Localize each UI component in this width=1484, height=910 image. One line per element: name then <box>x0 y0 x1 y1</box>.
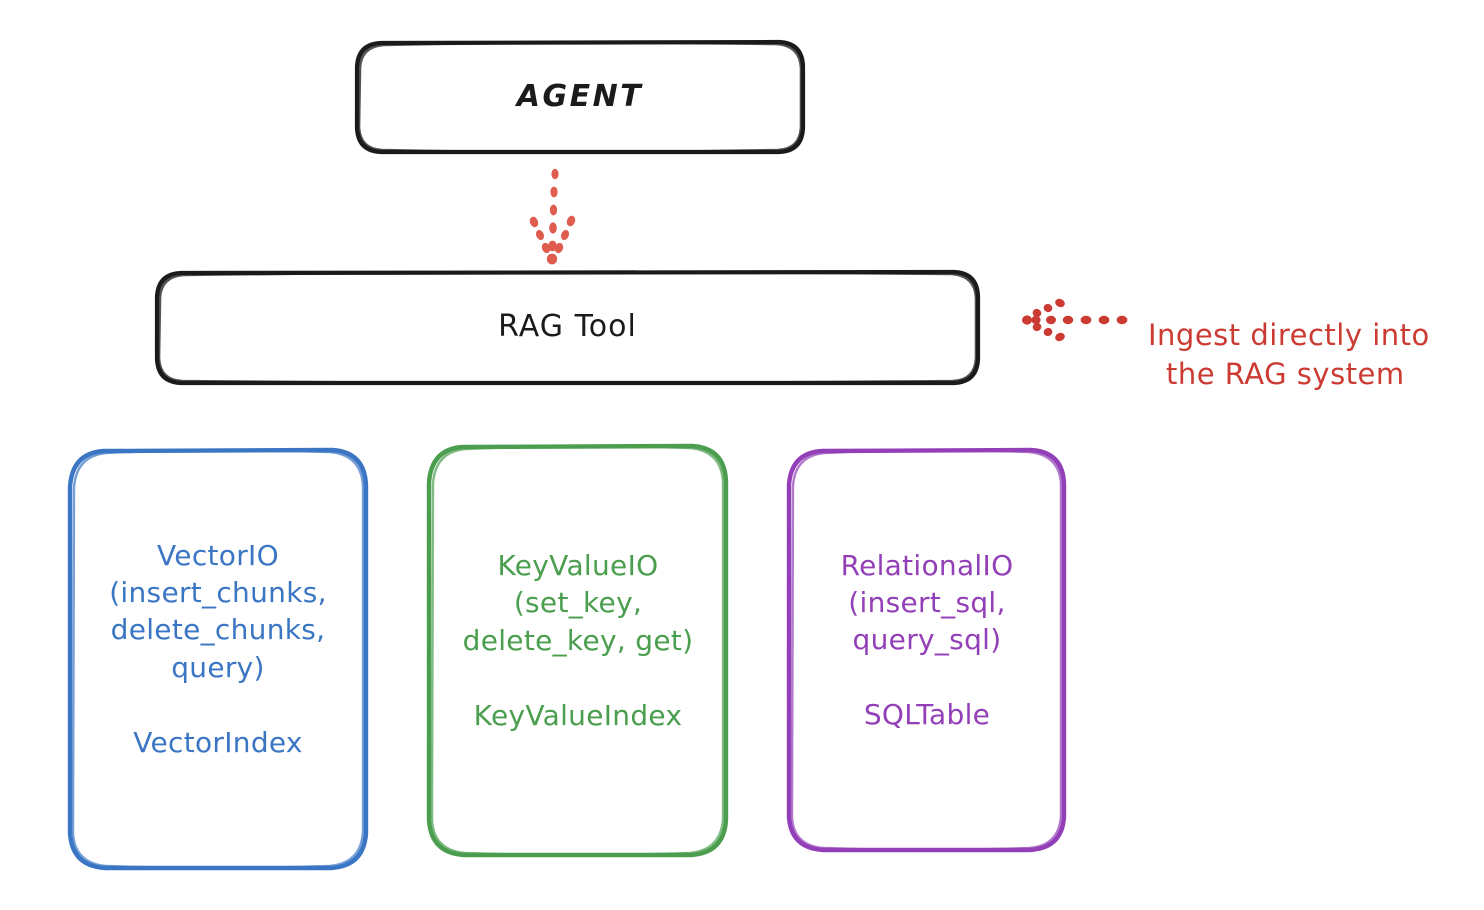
vector-store-text-group: VectorIO (insert_chunks, delete_chunks, … <box>109 537 327 761</box>
ingest-arrow-connector <box>1022 298 1128 342</box>
ingest-annotation-line1: Ingest directly into <box>1148 318 1430 353</box>
relational-store-api-label: RelationalIO (insert_sql, query_sql) <box>840 548 1014 656</box>
relational-store-index-label: SQLTable <box>863 698 991 732</box>
relational-store-text-group: RelationalIO (insert_sql, query_sql) SQL… <box>841 547 1014 734</box>
vector-store-index-label: VectorIndex <box>133 725 303 759</box>
ingest-annotation: Ingest directly into the RAG system <box>1148 278 1478 431</box>
agent-node-label: AGENT <box>516 78 644 114</box>
ingest-annotation-line2: the RAG system <box>1166 356 1405 391</box>
keyvalue-store-index-label: KeyValueIndex <box>473 698 683 732</box>
vector-store-api-label: VectorIO (insert_chunks, delete_chunks, … <box>109 538 327 684</box>
agent-to-rag-connector <box>529 168 576 265</box>
relational-store-node: RelationalIO (insert_sql, query_sql) SQL… <box>790 450 1064 850</box>
keyvalue-store-node: KeyValueIO (set_key, delete_key, get) Ke… <box>430 446 726 855</box>
rag-tool-node-label: RAG Tool <box>498 309 637 345</box>
keyvalue-store-api-label: KeyValueIO (set_key, delete_key, get) <box>462 549 694 657</box>
vector-store-node: VectorIO (insert_chunks, delete_chunks, … <box>70 450 366 868</box>
keyvalue-store-text-group: KeyValueIO (set_key, delete_key, get) Ke… <box>463 547 694 734</box>
